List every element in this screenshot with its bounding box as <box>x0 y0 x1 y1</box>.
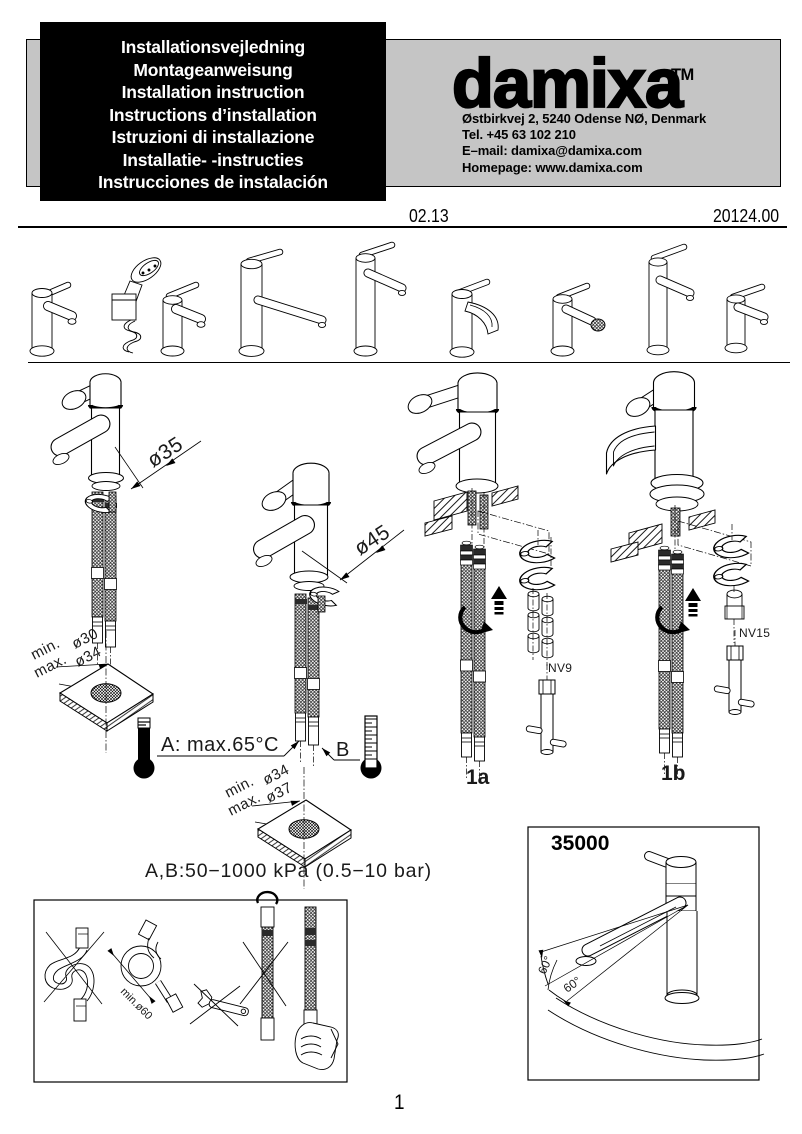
svg-text:NV9: NV9 <box>548 661 572 675</box>
svg-text:A,B:50−1000 kPa (0.5−10 bar: A,B:50−1000 kPa (0.5−10 bar) <box>145 860 432 882</box>
svg-text:A: max.65°C: A: max.65°C <box>161 734 279 756</box>
svg-text:1b: 1b <box>661 762 686 785</box>
svg-text:B: B <box>336 739 350 761</box>
svg-text:1a: 1a <box>466 766 490 789</box>
svg-text:ø45: ø45 <box>350 520 394 560</box>
svg-text:NV15: NV15 <box>739 626 770 640</box>
svg-text:ø35: ø35 <box>143 432 187 472</box>
svg-text:35000: 35000 <box>551 832 609 855</box>
